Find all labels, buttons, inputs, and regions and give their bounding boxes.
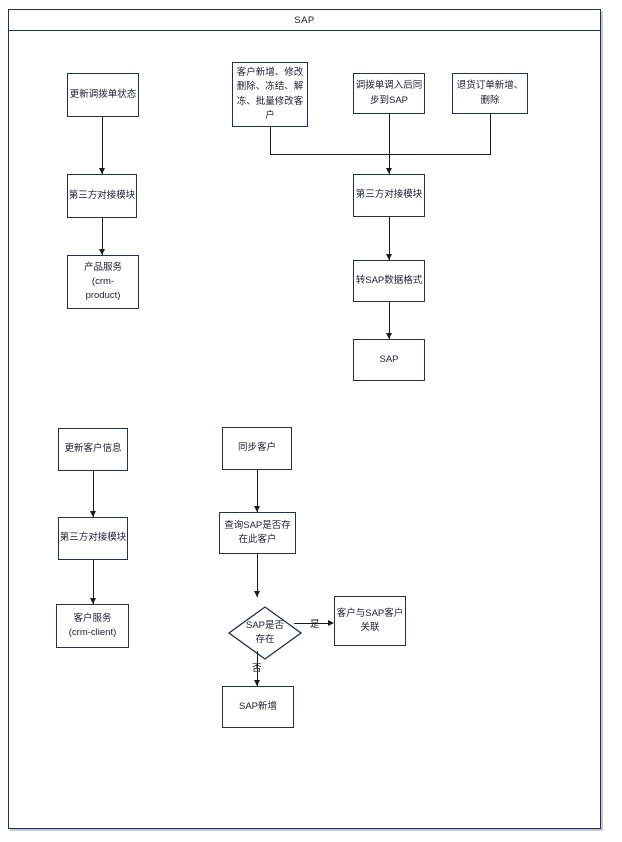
diagram-sheet: SAP 更新调拨单状态 第三方对接模块 产品服务 (crm- product) …: [8, 9, 601, 829]
arrowhead-d2-d3: [89, 598, 96, 604]
arrowhead-c2-c3: [385, 333, 392, 339]
connector-d2-d3: [93, 560, 94, 604]
connector-merge-bar: [270, 154, 491, 155]
node-query-sap-customer: 查询SAP是否存 在此客户: [219, 512, 296, 554]
edge-label-yes: 是: [310, 619, 320, 630]
edge-label-no: 否: [252, 663, 262, 674]
node-sap-create: SAP新增: [222, 686, 294, 728]
node-update-transfer-order-status: 更新调拨单状态: [67, 73, 139, 117]
diagram-title: SAP: [9, 10, 600, 31]
arrowhead-c1-c2: [385, 254, 392, 260]
node-product-service: 产品服务 (crm- product): [67, 255, 139, 309]
decision-label: SAP是否 存在: [245, 620, 284, 645]
arrowhead-a2-a3: [98, 249, 105, 255]
node-return-order-ops: 退货订单新增、 删除: [452, 73, 528, 114]
node-update-customer-info: 更新客户信息: [58, 428, 128, 471]
connector-b1-merge: [270, 127, 271, 155]
arrowhead-d1-d2: [89, 511, 96, 517]
node-transfer-order-sync: 调拨单调入后同 步到SAP: [353, 73, 425, 114]
arrowhead-e1-e2: [253, 506, 260, 512]
diamond-shape-icon: [228, 606, 302, 660]
node-third-party-module-center: 第三方对接模块: [353, 174, 425, 217]
node-customer-service: 客户服务 (crm-client): [56, 604, 129, 648]
connector-e1-e2: [257, 470, 258, 512]
node-convert-sap-format: 转SAP数据格式: [353, 260, 425, 302]
node-sync-customer: 同步客户: [222, 427, 292, 470]
connector-e2-diamond: [257, 554, 258, 597]
connector-a1-a2: [102, 117, 103, 174]
node-link-customer-sap: 客户与SAP客户 关联: [334, 596, 406, 646]
connector-b2-c1: [389, 114, 390, 174]
arrowhead-merge-c1: [385, 168, 392, 174]
node-sap: SAP: [353, 339, 425, 381]
node-third-party-module-top-left: 第三方对接模块: [67, 174, 137, 218]
connector-a2-a3: [102, 218, 103, 255]
connector-yes-branch: [294, 623, 330, 624]
node-sap-exists-decision: SAP是否 存在: [228, 606, 302, 660]
node-customer-operations: 客户新增、修改 删除、冻结、解 冻、批量修改客 户: [232, 62, 308, 127]
connector-b3-merge: [490, 114, 491, 155]
connector-c1-c2: [389, 217, 390, 260]
arrowhead-a1-a2: [98, 168, 105, 174]
arrowhead-e2-diamond: [253, 591, 260, 597]
connector-no-branch: [257, 651, 258, 686]
node-third-party-module-bottom-left: 第三方对接模块: [58, 517, 128, 560]
arrowhead-yes-branch: [328, 619, 334, 626]
connector-c2-c3: [389, 302, 390, 339]
arrowhead-no-branch: [253, 680, 260, 686]
connector-d1-d2: [93, 471, 94, 517]
